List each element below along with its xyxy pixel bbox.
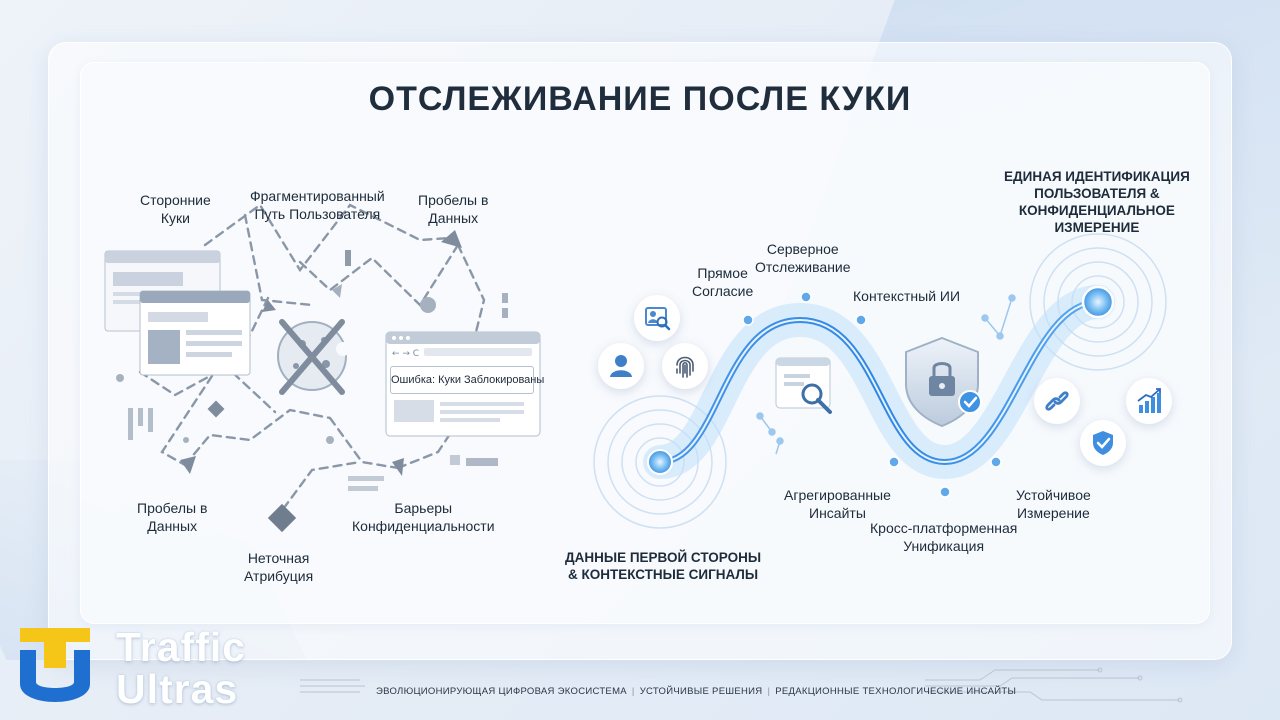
bar-marker	[148, 408, 153, 432]
bar-marker	[345, 250, 351, 266]
bar-marker	[450, 455, 460, 465]
brand-line-2: Ultras	[116, 666, 239, 712]
diamond-marker	[267, 503, 297, 533]
footer-item: Редакционные технологические инсайты	[775, 686, 1017, 697]
dot-marker	[183, 437, 189, 443]
diamond-marker	[207, 400, 225, 418]
arrow-marker	[392, 458, 404, 476]
profile-search-icon	[634, 295, 680, 341]
error-message-box: Ошибка: Куки Заблокированы	[390, 366, 544, 394]
arrow-marker	[180, 456, 196, 474]
bar-marker	[502, 308, 508, 318]
bar-marker	[348, 476, 384, 481]
shield-lock-icon	[905, 336, 982, 428]
end-node	[1081, 285, 1115, 319]
footer-circuit-lines	[300, 667, 1183, 703]
fingerprint-icon	[662, 343, 708, 389]
start-node	[647, 449, 673, 475]
footer-item: Эволюционирующая цифровая экосистема	[376, 686, 627, 697]
growth-chart-icon	[1126, 378, 1172, 424]
dot-marker	[326, 436, 334, 444]
bar-marker	[348, 486, 378, 491]
brand-wordmark: Traffic Ultras	[116, 626, 246, 710]
user-icon	[598, 343, 644, 389]
dashed-paths	[138, 203, 486, 522]
arrow-marker	[262, 300, 276, 312]
brand-line-1: Traffic	[116, 624, 247, 670]
browser-window-front	[139, 290, 251, 376]
dot-marker	[116, 374, 124, 382]
svg-text:← → C: ← → C	[392, 349, 419, 359]
bar-marker	[128, 408, 133, 440]
arrow-marker	[332, 284, 342, 298]
bar-marker	[502, 293, 508, 303]
wave-highlight	[659, 301, 1099, 464]
slide-inner-panel	[80, 62, 1210, 624]
step-dots	[742, 291, 1002, 498]
label-start-first-party: ДАННЫЕ ПЕРВОЙ СТОРОНЫ& КОНТЕКСТНЫЕ СИГНА…	[565, 550, 762, 582]
dot-marker	[420, 297, 436, 313]
search-document-icon	[775, 357, 832, 414]
footer-item: Устойчивые решения	[639, 686, 763, 697]
footer-tagline: Эволюционирующая цифровая экосистема | Уст…	[376, 686, 1016, 697]
link-icon	[1034, 378, 1080, 424]
footer-separator: |	[767, 686, 771, 697]
scattered-marks	[116, 230, 508, 533]
end-rings	[1029, 233, 1167, 371]
page-title: ОТСЛЕЖИВАНИЕ ПОСЛЕ КУКИ	[368, 80, 912, 118]
label-contextual-ai: Контекстный ИИ	[853, 288, 961, 304]
shield-check-icon	[1080, 420, 1126, 466]
cookie-blocked-icon	[277, 319, 350, 395]
connector-dots	[756, 294, 1016, 455]
bar-marker	[466, 458, 498, 466]
traffic-ultras-logo-icon	[20, 628, 90, 702]
footer-separator: |	[631, 686, 635, 697]
arrow-marker	[441, 230, 462, 248]
bar-marker	[138, 408, 143, 426]
